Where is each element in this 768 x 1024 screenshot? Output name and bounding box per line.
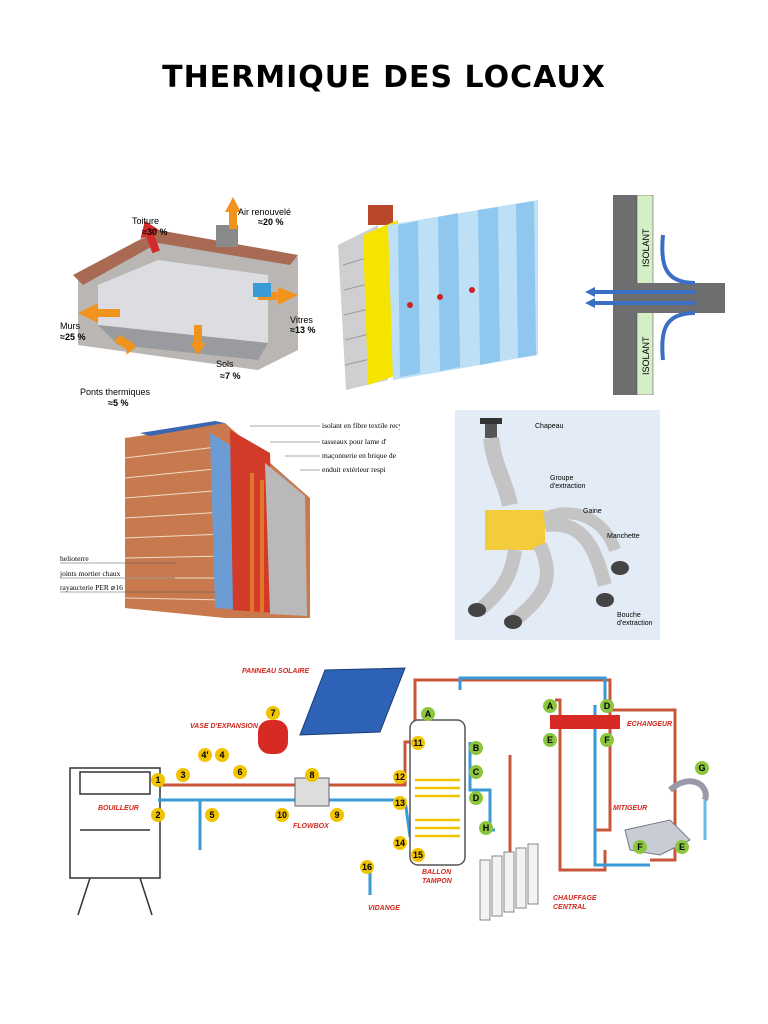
bridge-label-top: ISOLANT	[641, 228, 651, 267]
house-pct-windows: ≈13 %	[290, 325, 315, 335]
marker-1: 1	[155, 775, 160, 785]
vmc-label-hat: Chapeau	[535, 423, 564, 430]
label-flowbox: FLOWBOX	[293, 823, 330, 830]
label-drain: VIDANGE	[368, 905, 400, 912]
marker-16: 16	[362, 862, 372, 872]
house-pct-air: ≈20 %	[258, 217, 283, 227]
marker-2: 2	[155, 810, 160, 820]
house-pct-roof: ≈30 %	[142, 227, 167, 237]
house-label-roof: Toiture	[132, 216, 159, 226]
wall-label-piping: rayaucterie PER ⌀16	[60, 583, 123, 592]
marker-6: 6	[237, 767, 242, 777]
marker-11: 11	[413, 738, 423, 748]
marker-F-mixer: F	[637, 842, 643, 852]
marker-D-tank: D	[473, 793, 480, 803]
house-label-windows: Vitres	[290, 315, 313, 325]
marker-10: 10	[277, 810, 287, 820]
marker-12: 12	[395, 772, 405, 782]
marker-9: 9	[334, 810, 339, 820]
label-heating-1: CHAUFFAGE	[553, 895, 597, 902]
marker-A-tank: A	[425, 709, 432, 719]
label-tank-1: BALLON	[422, 869, 452, 876]
marker-G: G	[698, 763, 705, 773]
marker-C: C	[473, 767, 480, 777]
label-boiler: BOUILLEUR	[98, 805, 139, 812]
marker-3: 3	[180, 770, 185, 780]
marker-7: 7	[270, 708, 275, 718]
marker-E-exchanger: E	[547, 735, 553, 745]
label-mixer: MITIGEUR	[613, 805, 647, 812]
cladding-wall-illustration	[338, 200, 538, 390]
marker-8: 8	[309, 770, 314, 780]
bridge-label-bottom: ISOLANT	[641, 336, 651, 375]
house-pct-bridges: ≈5 %	[108, 398, 128, 408]
vmc-label-sleeve: Manchette	[607, 533, 640, 540]
wall-label-helioterre: helioterre	[60, 554, 89, 563]
label-heating-2: CENTRAL	[553, 904, 586, 911]
label-tank-2: TAMPON	[422, 878, 453, 885]
wall-label-joints: joints mortier chaux	[59, 569, 121, 578]
marker-4p: 4'	[201, 750, 208, 760]
label-exchanger: ECHANGEUR	[627, 721, 672, 728]
marker-H: H	[483, 823, 490, 833]
page-title: THERMIQUE DES LOCAUX	[162, 60, 606, 95]
boiler-stove	[69, 767, 161, 916]
marker-D-exchanger: D	[604, 701, 611, 711]
solar-heating-schematic: 1 2 3 4' 4 5 6 7 8 9 10 11 12 13 14 15 1…	[69, 667, 709, 921]
house-label-bridges: Ponts thermiques	[80, 387, 151, 397]
house-pct-floors: ≈7 %	[220, 371, 240, 381]
marker-E-mixer: E	[679, 842, 685, 852]
radiator	[479, 843, 539, 921]
house-pct-walls: ≈25 %	[60, 332, 85, 342]
house-heat-loss-diagram: Toiture ≈30 % Air renouvelé ≈20 % Murs ≈…	[60, 197, 315, 408]
marker-14: 14	[395, 838, 405, 848]
heat-exchanger	[550, 715, 620, 729]
marker-A-exchanger: A	[547, 701, 554, 711]
marker-B: B	[473, 743, 480, 753]
label-expansion: VASE D'EXPANSION	[190, 723, 259, 730]
marker-4: 4	[219, 750, 224, 760]
marker-F-exchanger: F	[604, 735, 610, 745]
label-solar-panel: PANNEAU SOLAIRE	[242, 668, 309, 675]
wall-label-battens: tasseaux pour lame d'	[322, 437, 387, 446]
solar-panel	[299, 667, 406, 736]
marker-13: 13	[395, 798, 405, 808]
thermal-bridge-diagram: ISOLANT ISOLANT	[585, 195, 725, 395]
wall-label-insulation: isolant en fibre textile recy	[322, 421, 400, 430]
marker-15: 15	[413, 850, 423, 860]
house-label-walls: Murs	[60, 321, 80, 331]
vmc-label-duct: Gaine	[583, 508, 602, 515]
marker-5: 5	[209, 810, 214, 820]
house-label-floors: Sols	[216, 359, 234, 369]
wall-label-render: enduit extérieur respi	[322, 465, 386, 474]
brick-wall-illustration: isolant en fibre textile recy tasseaux p…	[59, 421, 400, 618]
wall-label-masonry: maçonnerie en brique de	[322, 451, 397, 460]
house-label-air: Air renouvelé	[238, 207, 291, 217]
